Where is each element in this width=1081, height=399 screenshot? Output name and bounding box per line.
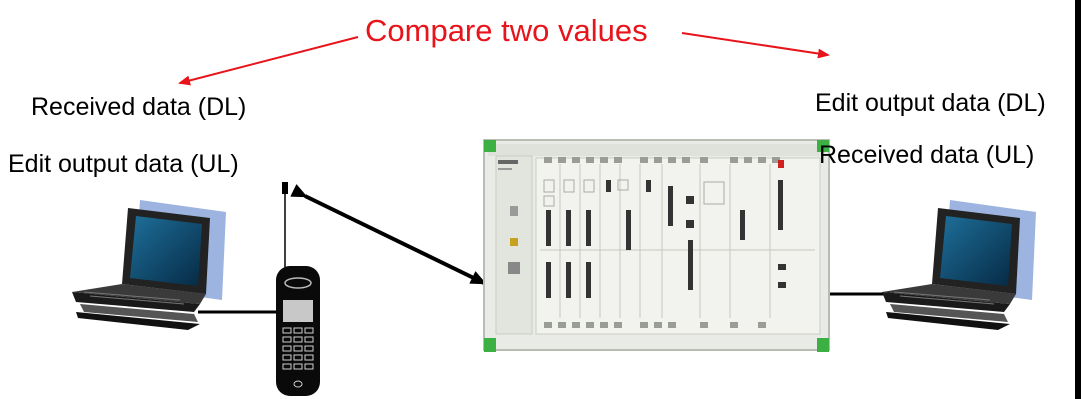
radio-link-arrow [290, 184, 487, 285]
label-received-data-dl: Received data (DL) [31, 93, 247, 121]
diagram-title: Compare two values [365, 13, 648, 48]
label-edit-output-data-dl: Edit output data (DL) [815, 89, 1046, 117]
test-instrument-icon [483, 139, 830, 352]
mobile-phone-icon [276, 182, 320, 396]
label-edit-output-data-ul: Edit output data (UL) [8, 150, 239, 178]
red-arrow-right [681, 32, 830, 59]
label-received-data-ul: Received data (UL) [819, 141, 1035, 169]
laptop-icon [72, 200, 226, 330]
right-edge-bar [1075, 0, 1081, 399]
red-arrow-left [178, 36, 359, 86]
laptop-icon [882, 200, 1036, 330]
